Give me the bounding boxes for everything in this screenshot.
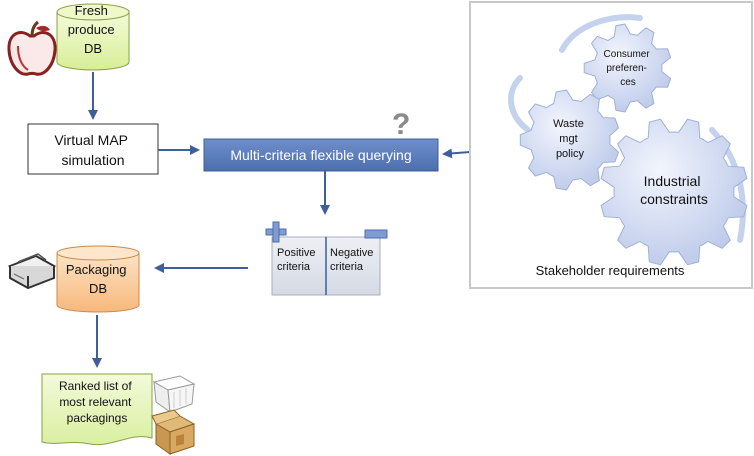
svg-text:Packaging DB: Packaging DB xyxy=(66,262,130,296)
querying-box: Multi-criteria flexible querying xyxy=(203,138,439,172)
svg-text:Waste mgt poli: Waste mgt policy xyxy=(553,118,587,160)
gearC-shape xyxy=(583,23,672,113)
consumer-preferences-gear: Consumer preferen- ces xyxy=(583,23,672,113)
fresh-produce-db-line3: DB xyxy=(84,41,102,56)
waste-line3: policy xyxy=(556,148,585,160)
criteria-box: Positive criteria Negative criteria xyxy=(265,221,388,296)
virtual-map-line2: simulation xyxy=(61,152,124,168)
gearL-shape xyxy=(600,118,748,266)
white-tray-icon xyxy=(152,375,196,414)
positive-criteria-line2: criteria xyxy=(277,261,311,273)
arrow-stakeholders-to-query xyxy=(442,148,471,159)
svg-text:Industrial constraints: Industrial constraints xyxy=(640,173,708,207)
question-mark-icon: ? xyxy=(392,108,410,141)
cycle-arc-left xyxy=(507,75,531,133)
stakeholder-caption: Stakeholder requirements xyxy=(536,263,685,278)
waste-line1: Waste xyxy=(553,118,584,130)
packaging-db: Packaging DB xyxy=(56,245,140,313)
querying-label: Multi-criteria flexible querying xyxy=(230,147,411,163)
minus-icon xyxy=(364,229,388,239)
waste-line2: mgt xyxy=(559,133,577,145)
svg-text:Consumer preferen-: Consumer preferen- ces xyxy=(604,49,653,88)
packaging-db-line2: DB xyxy=(89,281,107,296)
ranked-list-document: Ranked list of most relevant packagings xyxy=(41,373,153,446)
ranked-list-line3: packagings xyxy=(67,411,128,425)
consumer-line3: ces xyxy=(620,77,636,88)
fresh-produce-db-line1: Fresh xyxy=(75,3,108,18)
industrial-line2: constraints xyxy=(640,191,708,207)
fresh-produce-db-line2: produce xyxy=(68,22,115,37)
svg-text:Ranked list of most rele: Ranked list of most relevant packagings xyxy=(59,379,135,425)
waste-policy-gear: Waste mgt policy xyxy=(519,89,620,191)
virtual-map-line1: Virtual MAP xyxy=(54,132,127,148)
stakeholder-panel: Industrial constraints Consumer preferen… xyxy=(469,1,753,289)
industrial-constraints-gear: Industrial constraints xyxy=(600,118,748,266)
packaging-db-line1: Packaging xyxy=(66,262,127,277)
industrial-line1: Industrial xyxy=(644,173,701,189)
cycle-arc-top xyxy=(559,14,643,53)
svg-text:Fresh produce DB: Fresh produce DB xyxy=(68,3,119,56)
fresh-produce-db: Fresh produce DB xyxy=(56,3,130,71)
printer-icon xyxy=(7,253,57,290)
negative-criteria-line2: criteria xyxy=(330,261,364,273)
consumer-line2: preferen- xyxy=(606,63,647,74)
consumer-line1: Consumer xyxy=(604,49,651,60)
cardboard-box-icon xyxy=(151,409,196,455)
ranked-list-line1: Ranked list of xyxy=(59,379,132,393)
gearW-shape xyxy=(519,89,620,191)
svg-text:Negative criteria: Negative criteria xyxy=(330,247,376,273)
plus-icon xyxy=(265,221,287,243)
negative-criteria-line1: Negative xyxy=(330,247,373,259)
virtual-map-simulation-box: Virtual MAP simulation xyxy=(27,123,159,175)
apple-icon xyxy=(7,20,57,76)
positive-criteria-line1: Positive xyxy=(277,247,316,259)
svg-text:Positive criteria: Positive criteria xyxy=(277,247,319,273)
svg-text:Virtual MAP simulation: Virtual MAP simulation xyxy=(54,132,131,168)
ranked-list-line2: most relevant xyxy=(59,395,132,409)
